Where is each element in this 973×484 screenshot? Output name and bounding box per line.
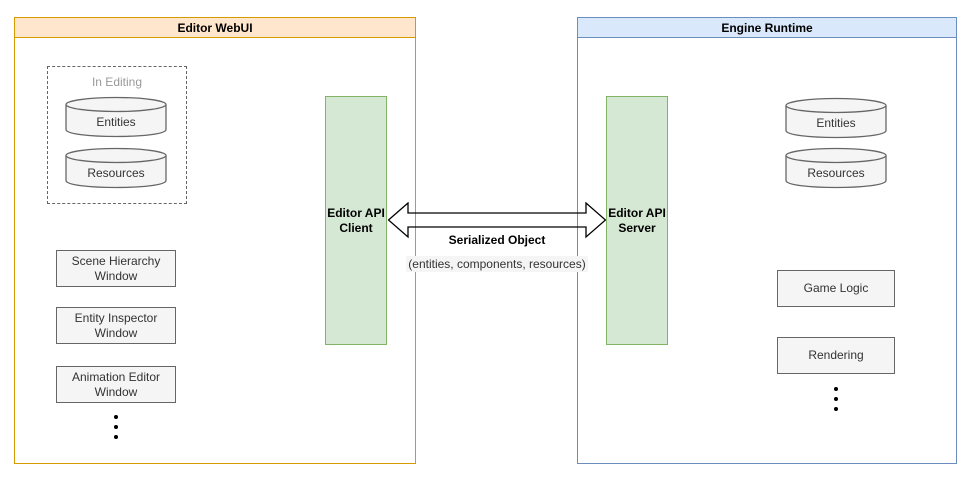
dot	[114, 435, 118, 439]
webui-vertical-ellipsis-icon	[114, 415, 118, 439]
scene-hierarchy-window-node: Scene Hierarchy Window	[56, 250, 176, 287]
runtime-vertical-ellipsis-icon	[834, 387, 838, 411]
webui-resources-label: Resources	[87, 165, 145, 180]
serialized-object-sublabel: (entities, components, resources)	[406, 256, 588, 272]
editor-api-client-block: Editor API Client	[325, 96, 387, 345]
dot	[114, 415, 118, 419]
serialized-object-sublabel-wrap: (entities, components, resources)	[388, 255, 606, 273]
dot	[834, 397, 838, 401]
webui-resources-store: Resources	[65, 147, 167, 189]
dot	[114, 425, 118, 429]
editor-webui-title: Editor WebUI	[15, 18, 415, 38]
database-cylinder-icon	[65, 96, 167, 138]
in-editing-group: In Editing	[47, 66, 187, 204]
database-cylinder-icon	[785, 147, 887, 189]
runtime-entities-label: Entities	[816, 115, 856, 130]
rendering-node: Rendering	[777, 337, 895, 374]
in-editing-label: In Editing	[91, 75, 143, 89]
runtime-entities-store: Entities	[785, 97, 887, 139]
webui-entities-store: Entities	[65, 96, 167, 138]
entity-inspector-window-node: Entity Inspector Window	[56, 307, 176, 344]
webui-entities-label: Entities	[96, 114, 136, 129]
game-logic-node: Game Logic	[777, 270, 895, 307]
animation-editor-window-node: Animation Editor Window	[56, 366, 176, 403]
serialized-object-label: Serialized Object	[448, 233, 546, 247]
dot	[834, 387, 838, 391]
dot	[834, 407, 838, 411]
database-cylinder-icon	[785, 97, 887, 139]
double-arrow-icon	[388, 202, 606, 239]
database-cylinder-icon	[65, 147, 167, 189]
runtime-resources-label: Resources	[807, 165, 865, 180]
runtime-resources-store: Resources	[785, 147, 887, 189]
engine-runtime-title: Engine Runtime	[578, 18, 956, 38]
editor-api-server-block: Editor API Server	[606, 96, 668, 345]
